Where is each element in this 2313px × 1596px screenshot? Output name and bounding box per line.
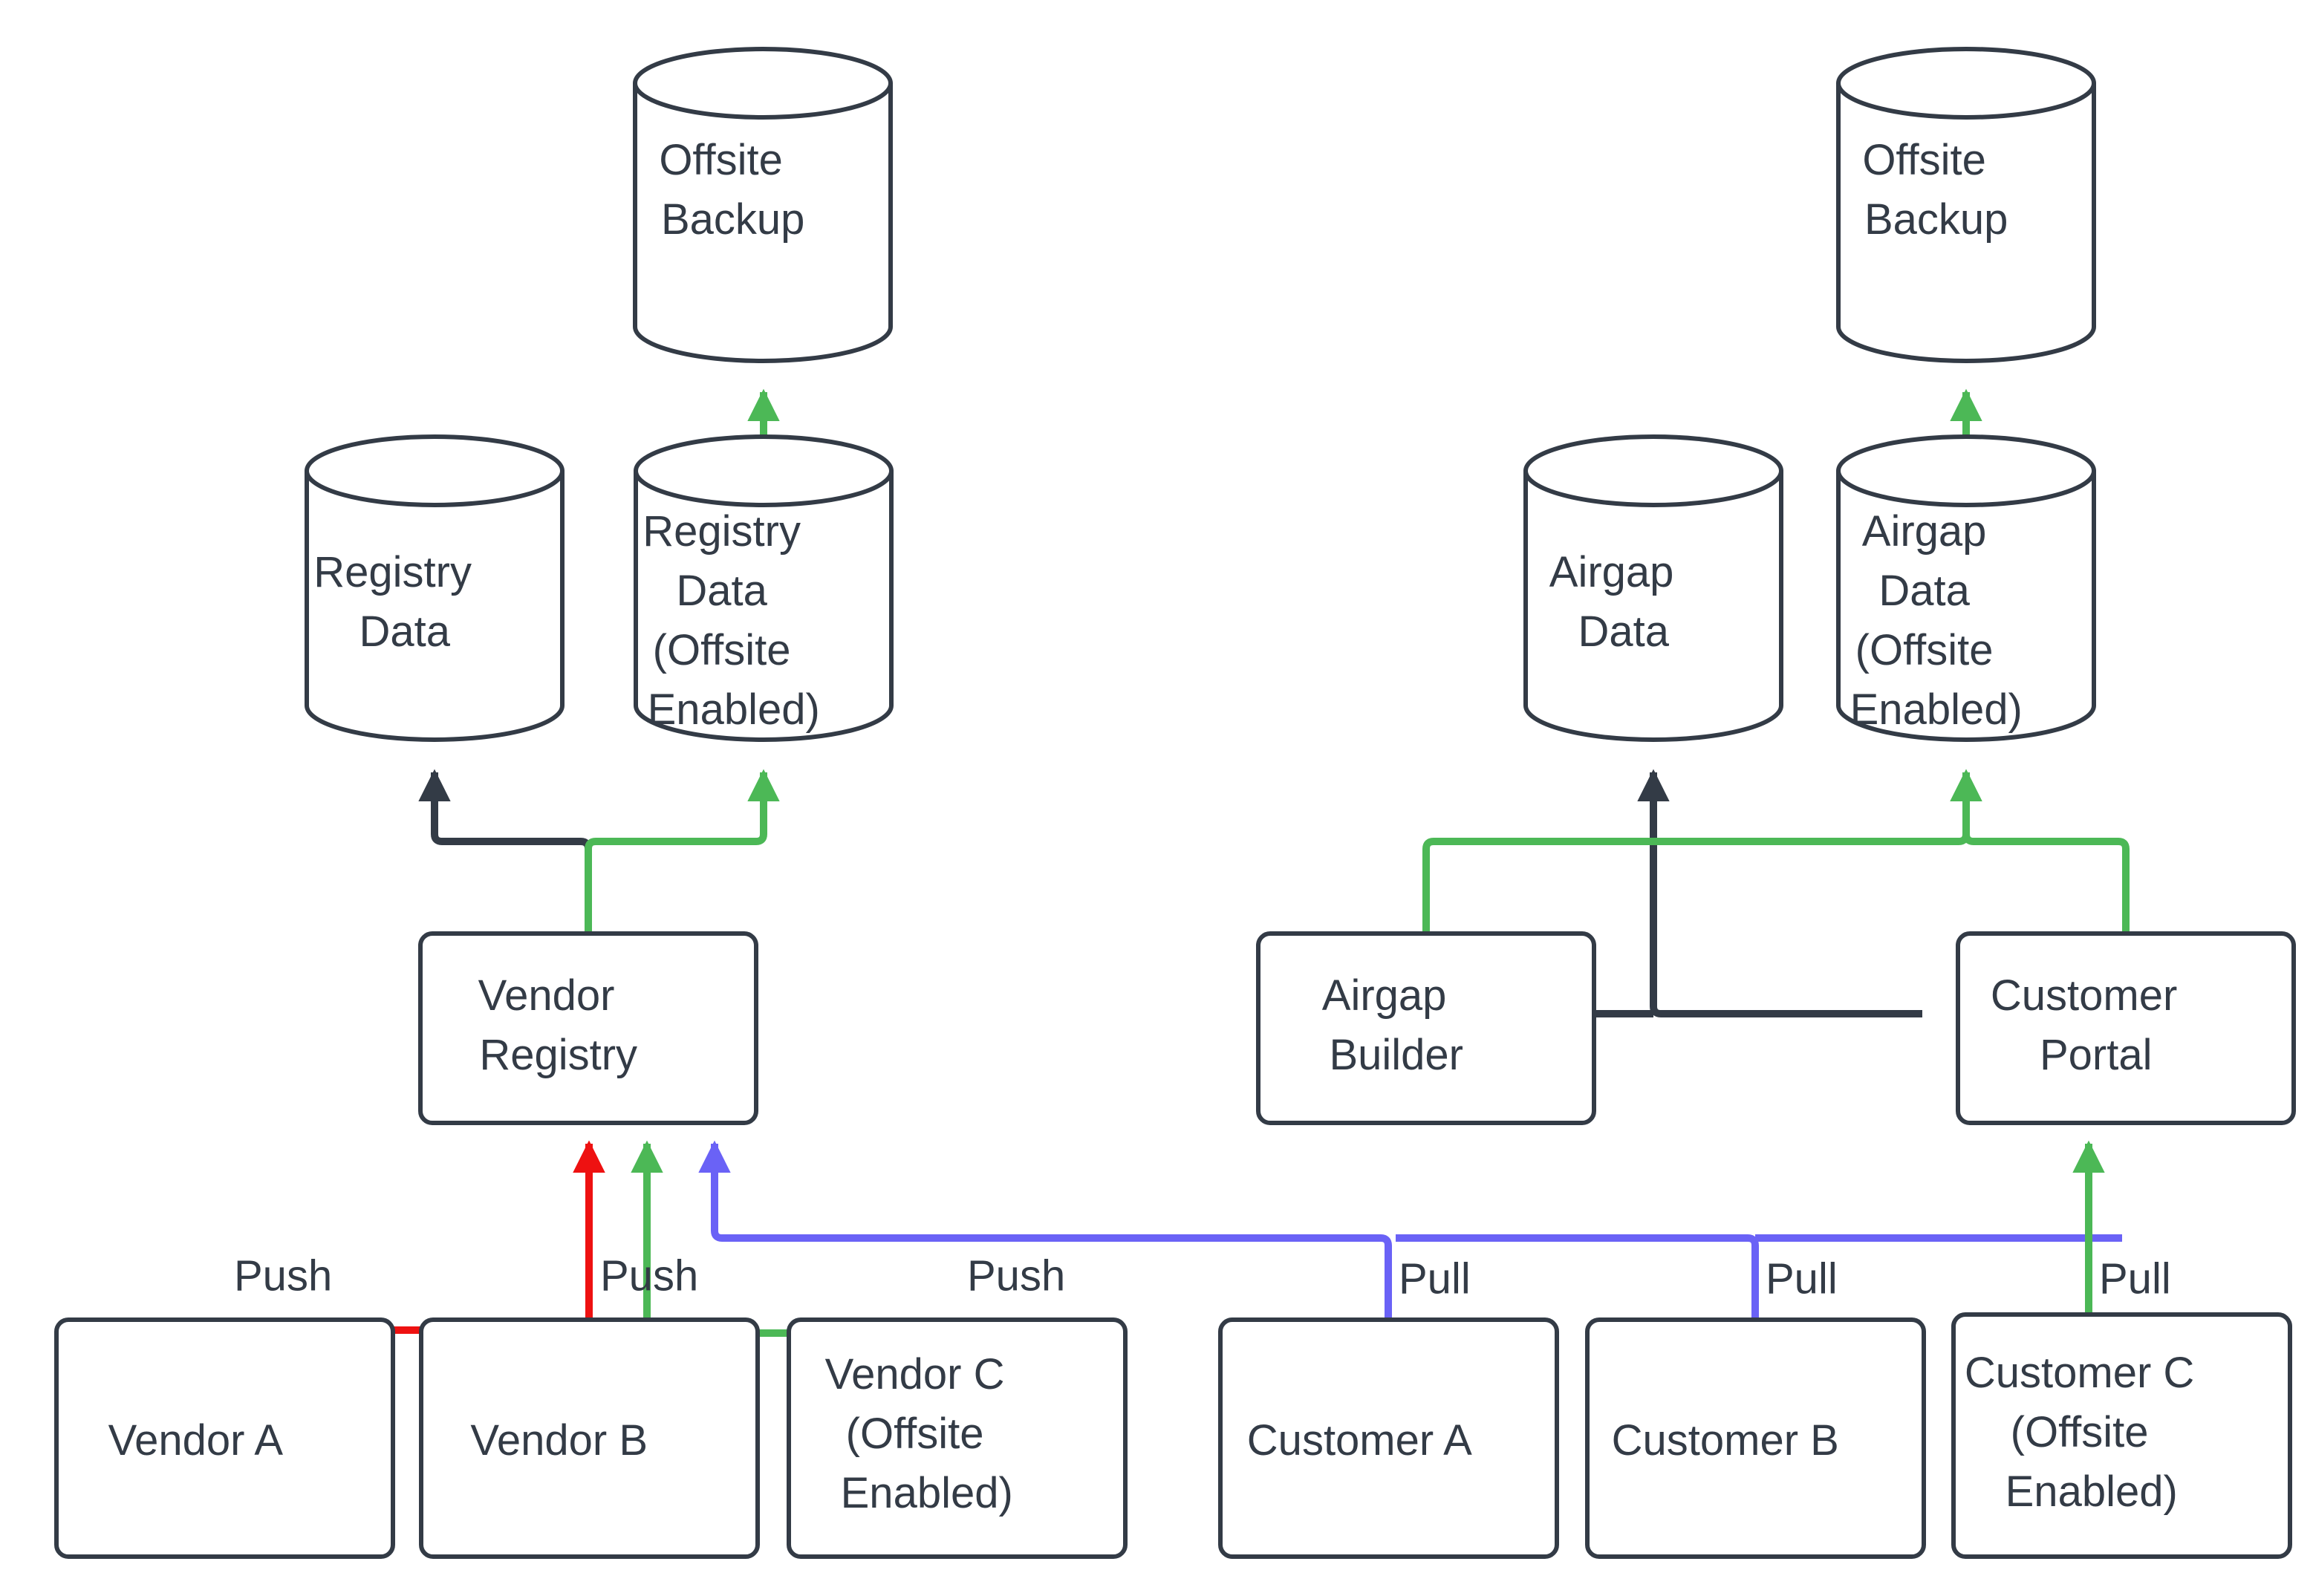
edge-labels-layer: Push Push Push Pull Pull Pull <box>234 1251 2171 1303</box>
node-airgap-data-offsite[interactable]: Airgap Data (Offsite Enabled) <box>1836 434 2096 742</box>
node-offsite-backup-left[interactable]: Offsite Backup <box>633 47 893 363</box>
edge-airgap-builder-to-airgap-data-offsite <box>1422 769 1982 934</box>
cylinder-body <box>305 469 565 742</box>
cylinder-body <box>1523 469 1783 742</box>
cylinder-top <box>634 434 894 507</box>
edges-layer <box>221 388 2130 1344</box>
edge-label-push-2: Push <box>600 1251 698 1300</box>
cylinder-top <box>305 434 565 507</box>
edge-customer-a-to-vendor-registry <box>698 1140 1392 1320</box>
edge-customer-portal-to-airgap-data <box>1637 769 1922 1017</box>
cylinder-body <box>634 469 894 742</box>
node-label: Airgap Builder <box>1322 971 1530 1079</box>
box <box>1218 1317 1559 1559</box>
node-label: Customer A <box>1247 1416 1529 1465</box>
box <box>1256 931 1596 1125</box>
node-vendor-a[interactable]: Vendor A <box>54 1317 395 1559</box>
node-label: Registry Data (Offsite Enabled) <box>642 507 885 734</box>
edge-label-push-1: Push <box>234 1251 332 1300</box>
node-registry-data[interactable]: Registry Data <box>305 434 565 742</box>
node-label: Vendor A <box>108 1416 341 1465</box>
node-label: Vendor C (Offsite Enabled) <box>825 1350 1089 1517</box>
edge-vendor-a-to-vendor-registry <box>221 1140 605 1341</box>
edge-label-push-3: Push <box>967 1251 1065 1300</box>
node-label: Customer Portal <box>1991 971 2261 1079</box>
node-label: Customer B <box>1612 1416 1899 1465</box>
edge-vendor-registry-to-registry-data <box>418 769 592 934</box>
node-vendor-b[interactable]: Vendor B <box>419 1317 760 1559</box>
cylinder-top <box>1836 434 2096 507</box>
box <box>418 931 758 1125</box>
node-vendor-c[interactable]: Vendor C (Offsite Enabled) <box>787 1317 1128 1559</box>
node-registry-data-offsite[interactable]: Registry Data (Offsite Enabled) <box>634 434 894 742</box>
edge-customer-portal-to-airgap-data-offsite <box>1950 769 2130 934</box>
node-airgap-builder[interactable]: Airgap Builder <box>1256 931 1596 1125</box>
node-label: Airgap Data (Offsite Enabled) <box>1850 507 2083 734</box>
node-customer-b[interactable]: Customer B <box>1585 1317 1926 1559</box>
edge-customer-b-to-vendor-registry <box>1396 1234 1759 1320</box>
box <box>1956 931 2296 1125</box>
node-airgap-data[interactable]: Airgap Data <box>1523 434 1783 742</box>
edge-label-pull-1: Pull <box>1399 1254 1471 1303</box>
node-offsite-backup-right[interactable]: Offsite Backup <box>1836 47 2096 363</box>
cylinder-top <box>633 47 893 120</box>
node-customer-a[interactable]: Customer A <box>1218 1317 1559 1559</box>
cylinder-top <box>1523 434 1783 507</box>
cylinder-body <box>1836 81 2096 363</box>
edge-vendor-registry-to-registry-data-offsite <box>585 769 780 934</box>
edge-label-pull-3: Pull <box>2099 1254 2171 1303</box>
box <box>1951 1312 2292 1559</box>
box <box>787 1317 1128 1559</box>
node-label: Customer C (Offsite Enabled) <box>1965 1349 2278 1516</box>
node-label: Vendor Registry <box>478 971 699 1079</box>
edge-vendor-c-to-vendor-registry <box>631 1140 960 1344</box>
node-customer-portal[interactable]: Customer Portal <box>1956 931 2296 1125</box>
node-label: Offsite Backup <box>659 136 866 244</box>
node-vendor-registry[interactable]: Vendor Registry <box>418 931 758 1125</box>
node-label: Registry Data <box>313 548 556 656</box>
node-label: Airgap Data <box>1549 548 1757 656</box>
box <box>1585 1317 1926 1559</box>
node-label: Vendor B <box>470 1416 707 1465</box>
node-customer-c[interactable]: Customer C (Offsite Enabled) <box>1951 1312 2292 1559</box>
cylinder-top <box>1836 47 2096 120</box>
node-label: Offsite Backup <box>1862 136 2069 244</box>
cylinder-body <box>633 81 893 363</box>
cylinder-body <box>1836 469 2096 742</box>
box <box>419 1317 760 1559</box>
box <box>54 1317 395 1559</box>
edge-label-pull-2: Pull <box>1766 1254 1838 1303</box>
